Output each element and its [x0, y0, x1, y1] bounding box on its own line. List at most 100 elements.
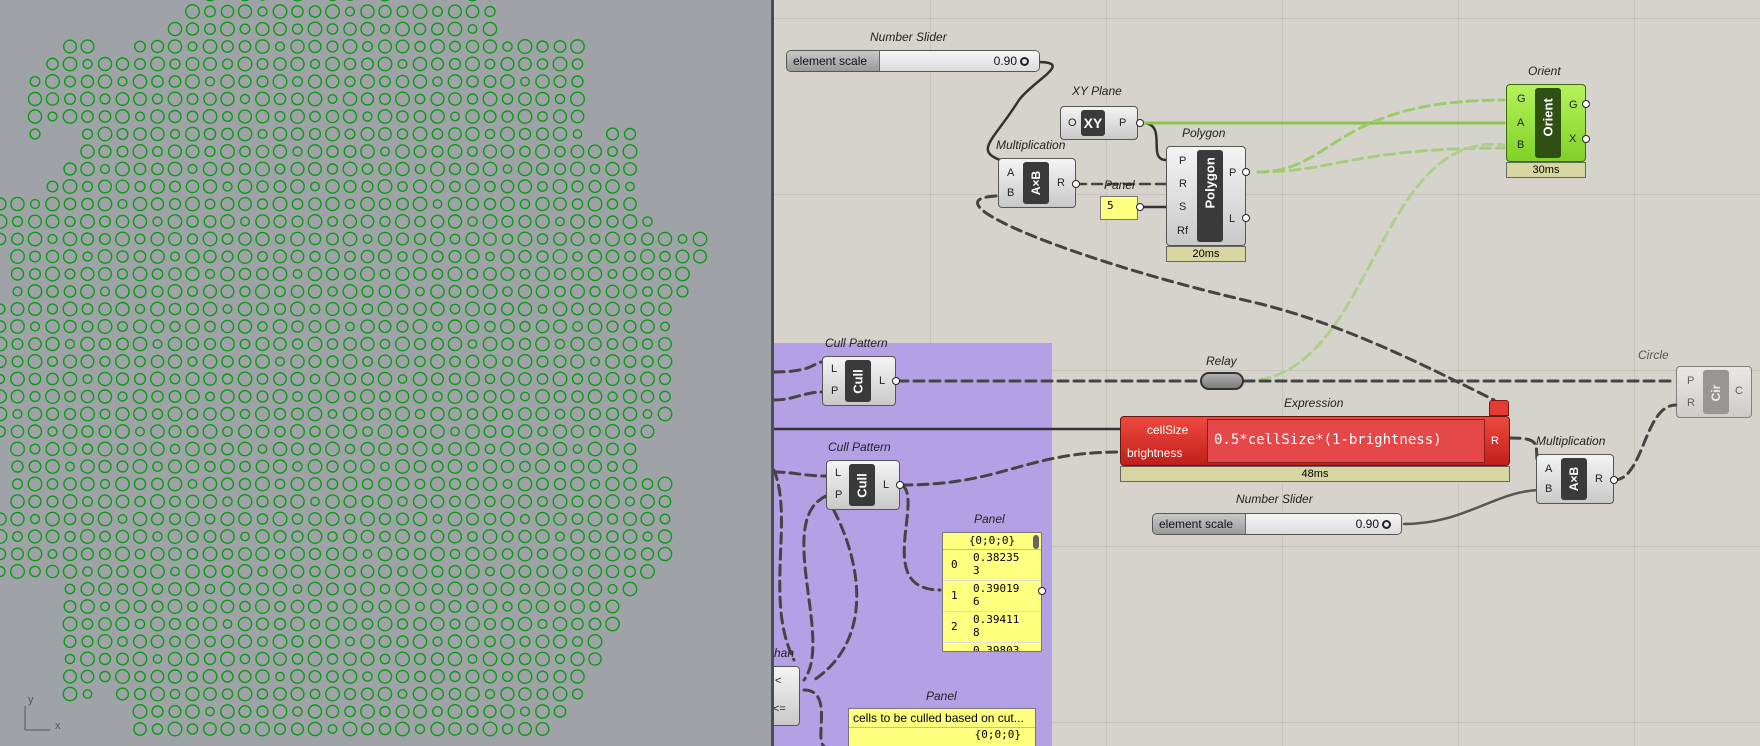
cull2-out-l[interactable]: L	[883, 479, 890, 491]
viewport-cell-circle	[307, 599, 323, 614]
polygon-out-l-dot[interactable]	[1242, 214, 1250, 222]
viewport-cell-circle	[395, 651, 411, 667]
cull-pattern-component-2[interactable]: L P Cull L	[826, 460, 900, 510]
orient-component[interactable]: G A B Orient G X	[1506, 84, 1586, 162]
partial-out-2[interactable]: <=	[774, 703, 786, 715]
circle-in-r[interactable]: R	[1687, 397, 1695, 409]
viewport-cell-circle	[151, 600, 164, 613]
xyplane-out-p[interactable]: P	[1119, 117, 1127, 129]
mult1-out-r[interactable]: R	[1057, 177, 1065, 189]
viewport-cell-circle	[82, 251, 93, 262]
polygon-in-p[interactable]: P	[1179, 155, 1187, 167]
viewport-cell-circle	[413, 547, 427, 561]
cull2-in-p[interactable]: P	[835, 489, 843, 501]
relay-component[interactable]	[1200, 372, 1244, 390]
element-scale-slider-2[interactable]: element scale 0.90	[1152, 513, 1402, 535]
mult1-in-b[interactable]: B	[1007, 187, 1015, 199]
xy-plane-component[interactable]: O XY P	[1060, 106, 1138, 140]
viewport-cell-circle	[572, 636, 584, 648]
viewport-cell-circle	[380, 0, 390, 2]
orient-out-x[interactable]: X	[1569, 133, 1577, 145]
viewport-cell-circle	[413, 617, 428, 632]
polygon-out-p-dot[interactable]	[1242, 168, 1250, 176]
viewport-cell-circle	[552, 301, 568, 317]
viewport-cell-circle	[134, 670, 146, 683]
circle-component[interactable]: P R Cir C	[1676, 366, 1752, 418]
viewport-cell-circle	[238, 232, 252, 246]
viewport-cell-circle	[308, 5, 322, 18]
viewport-cell-circle	[395, 721, 410, 737]
expression-in-cellsize[interactable]: cellSize	[1147, 423, 1189, 437]
mult1-out-dot[interactable]	[1072, 180, 1080, 188]
viewport-cell-circle	[272, 126, 288, 142]
mult2-in-a[interactable]: A	[1545, 463, 1553, 475]
multiplication-component-2[interactable]: A B A×B R	[1536, 454, 1614, 504]
slider1-knob-icon[interactable]	[1020, 57, 1029, 66]
viewport-cell-circle	[501, 723, 514, 735]
partial-component[interactable]: < <=	[774, 666, 800, 726]
viewport-cell-circle	[255, 144, 270, 159]
viewport-cell-circle	[293, 0, 302, 2]
viewport-cell-circle	[150, 477, 164, 491]
slider2-track[interactable]: 0.90	[1246, 514, 1401, 534]
xyplane-in-o[interactable]: O	[1068, 117, 1077, 129]
cull1-out-l[interactable]: L	[879, 375, 886, 387]
element-scale-slider-1[interactable]: element scale 0.90	[786, 50, 1040, 72]
viewport-cell-circle	[238, 355, 252, 369]
panel-list-out-dot[interactable]	[1038, 587, 1046, 595]
cull-pattern-component-1[interactable]: L P Cull L	[822, 356, 896, 406]
polygon-in-s[interactable]: S	[1179, 201, 1187, 213]
viewport-cell-circle	[255, 529, 270, 544]
circle-out-c[interactable]: C	[1735, 385, 1743, 397]
polygon-in-r[interactable]: R	[1179, 178, 1187, 190]
expression-warning-badge-icon[interactable]	[1489, 400, 1509, 416]
cull1-in-l[interactable]: L	[831, 363, 838, 375]
viewport-cell-circle	[377, 178, 393, 194]
panel5-out-dot[interactable]	[1136, 203, 1144, 211]
orient-in-g[interactable]: G	[1517, 93, 1526, 105]
viewport-divider[interactable]	[771, 0, 774, 746]
grasshopper-canvas[interactable]: Number Slider element scale 0.90 XY Plan…	[774, 0, 1760, 746]
partial-out-1[interactable]: <	[775, 675, 782, 687]
expression-in-brightness[interactable]: brightness	[1127, 446, 1183, 460]
expression-component[interactable]: cellSize brightness 0.5*cellSize*(1-brig…	[1120, 416, 1510, 466]
expression-out-r[interactable]: R	[1491, 435, 1499, 447]
multiplication-component-1[interactable]: A B A×B R	[998, 158, 1076, 208]
mult2-out-r[interactable]: R	[1595, 473, 1603, 485]
rhino-viewport[interactable]: y x	[0, 0, 771, 746]
panel-value-5[interactable]: 5	[1100, 196, 1138, 220]
viewport-cell-circle	[255, 109, 270, 124]
panel-list-scrollbar[interactable]	[1033, 535, 1039, 549]
mult2-in-b[interactable]: B	[1545, 483, 1553, 495]
slider1-track[interactable]: 0.90	[880, 51, 1039, 71]
cull1-out-dot[interactable]	[892, 377, 900, 385]
mult1-in-a[interactable]: A	[1007, 167, 1015, 179]
viewport-cell-circle	[431, 565, 444, 578]
viewport-cell-circle	[395, 21, 410, 37]
polygon-out-p[interactable]: P	[1229, 167, 1237, 179]
viewport-cell-circle	[535, 91, 550, 107]
viewport-cell-circle	[571, 302, 585, 316]
panel-note[interactable]: cells to be culled based on cut... {0;0;…	[848, 708, 1036, 746]
cull1-in-p[interactable]: P	[831, 385, 839, 397]
circle-in-p[interactable]: P	[1687, 375, 1695, 387]
viewport-cell-circle	[255, 336, 270, 352]
slider2-knob-icon[interactable]	[1382, 520, 1391, 529]
cull2-out-dot[interactable]	[896, 481, 904, 489]
orient-out-g-dot[interactable]	[1582, 100, 1590, 108]
viewport-cell-circle	[29, 513, 41, 525]
xyplane-out-dot[interactable]	[1136, 119, 1144, 127]
orient-out-g[interactable]: G	[1569, 99, 1578, 111]
orient-in-a[interactable]: A	[1517, 117, 1525, 129]
viewport-cell-circle	[308, 512, 322, 526]
polygon-in-rf[interactable]: Rf	[1177, 225, 1188, 237]
polygon-out-l[interactable]: L	[1229, 213, 1236, 225]
orient-in-b[interactable]: B	[1517, 139, 1525, 151]
viewport-cell-circle	[360, 459, 375, 474]
mult2-out-dot[interactable]	[1610, 476, 1618, 484]
polygon-component[interactable]: P R S Rf Polygon P L	[1166, 146, 1246, 246]
cull2-in-l[interactable]: L	[835, 467, 842, 479]
orient-out-x-dot[interactable]	[1582, 135, 1590, 143]
expression-formula-box[interactable]: 0.5*cellSize*(1-brightness)	[1207, 419, 1485, 463]
